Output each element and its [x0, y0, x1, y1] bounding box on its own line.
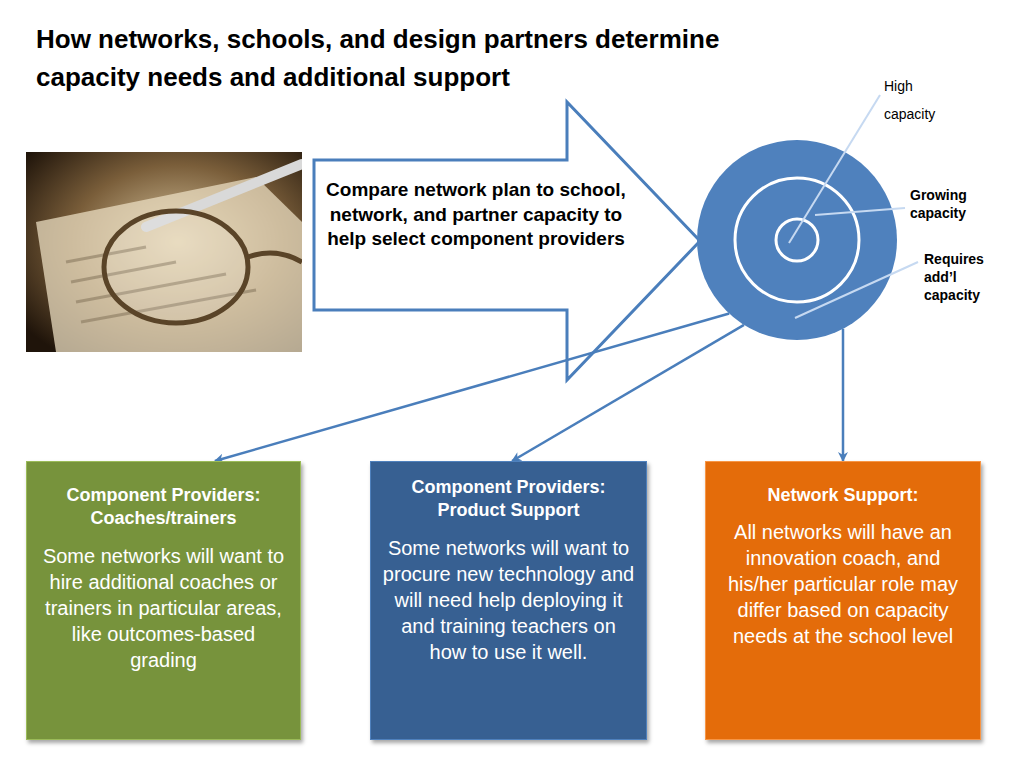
target-rings	[697, 140, 897, 340]
connector-arrow	[842, 329, 845, 461]
leader-line	[815, 208, 905, 215]
support-box: Network Support: All networks will have a…	[705, 461, 981, 740]
connector-arrow	[512, 325, 744, 461]
provider-box: Component Providers: Product SupportSome…	[370, 461, 647, 740]
leader-line	[789, 95, 880, 243]
box-body: Some networks will want to procure new t…	[381, 535, 636, 665]
box-heading: Component Providers: Coaches/trainers	[37, 484, 290, 531]
ring-label: Growing capacity	[910, 186, 990, 222]
box-heading: Component Providers: Product Support	[381, 476, 636, 523]
diagram-title: How networks, schools, and design partne…	[36, 20, 796, 96]
process-arrow: Compare network plan to school, network,…	[312, 100, 702, 382]
provider-box: Component Providers: Coaches/trainersSom…	[26, 461, 301, 740]
capacity-target: High capacityGrowing capacityRequires ad…	[697, 140, 897, 340]
arrow-shape	[314, 102, 700, 380]
glasses-lens	[104, 211, 248, 323]
box-body: Some networks will want to hire addition…	[37, 543, 290, 673]
box-heading: Network Support:	[716, 484, 970, 507]
middle-ring	[735, 178, 859, 302]
ring-label: High capacity	[884, 72, 962, 128]
action-plan-photo	[26, 152, 302, 352]
box-body: All networks will have an innovation coa…	[716, 519, 970, 649]
ring-label: Requires add’l capacity	[924, 250, 1004, 305]
paper-sheet	[36, 177, 302, 352]
connector-arrow	[215, 313, 729, 461]
glasses-arm	[248, 253, 302, 262]
leader-line	[795, 262, 918, 318]
arrow-text: Compare network plan to school, network,…	[320, 178, 632, 252]
outer-ring	[697, 140, 897, 340]
photo-ground	[26, 152, 302, 352]
inner-ring	[776, 219, 818, 261]
